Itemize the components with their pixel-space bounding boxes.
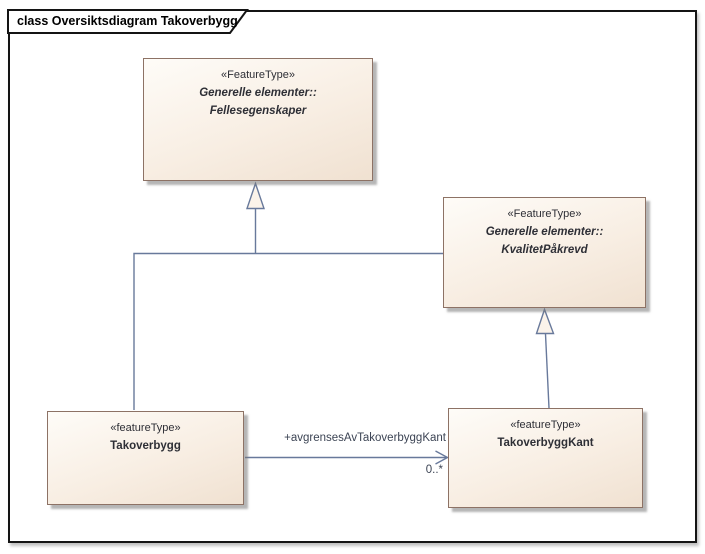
class-name-line: KvalitetPåkrevd — [501, 243, 588, 256]
association-open-arrowhead — [435, 450, 449, 465]
class-box-takoverbyggkant[interactable]: «featureType» TakoverbyggKant — [448, 408, 643, 508]
stereotype-label: «featureType» — [110, 422, 181, 434]
generalization-arrowhead-fellesegenskaper — [246, 181, 265, 210]
frame-title-tab — [7, 9, 249, 34]
association-role-label: +avgrensesAvTakoverbyggKant — [284, 432, 446, 444]
class-name-line: Generelle elementer:: — [485, 225, 604, 238]
class-box-fellesegenskaper[interactable]: «FeatureType» Generelle elementer:: Fell… — [143, 58, 373, 181]
class-box-takoverbygg[interactable]: «featureType» Takoverbygg — [47, 411, 244, 505]
class-name-line: Fellesegenskaper — [209, 104, 307, 117]
stereotype-label: «featureType» — [510, 419, 581, 431]
class-name-line: Generelle elementer:: — [199, 86, 317, 99]
generalization-connector-to-fellesegenskaper[interactable] — [133, 208, 443, 411]
class-name-line: Takoverbygg — [110, 439, 181, 452]
class-name-line: TakoverbyggKant — [497, 436, 594, 449]
association-multiplicity-label: 0..* — [425, 464, 443, 476]
generalization-arrowhead-kvalitetpakrevd — [535, 307, 555, 335]
class-box-kvalitetpakrevd[interactable]: «FeatureType» Generelle elementer:: Kval… — [443, 197, 646, 308]
frame-title: class Oversiktsdiagram Takoverbygg — [17, 14, 238, 28]
stereotype-label: «FeatureType» — [507, 208, 582, 220]
stereotype-label: «FeatureType» — [221, 69, 295, 81]
generalization-connector-to-kvalitetpakrevd[interactable] — [544, 333, 550, 409]
